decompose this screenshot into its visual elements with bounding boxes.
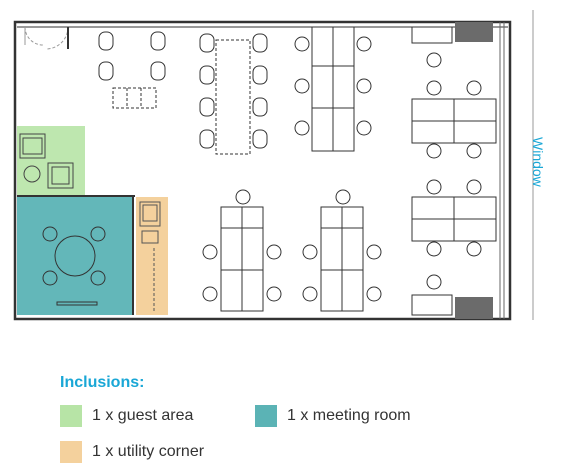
utility-corner-swatch xyxy=(60,441,82,463)
workstation-cluster-a xyxy=(98,31,166,109)
column xyxy=(455,22,493,42)
inclusions-title: Inclusions: xyxy=(60,374,145,391)
legend-label: 1 x guest area xyxy=(92,407,194,424)
guest-area-swatch xyxy=(60,405,82,427)
desk-block-f xyxy=(202,189,282,312)
guest-area-furniture xyxy=(19,133,74,189)
legend-meeting-room: 1 x meeting room xyxy=(255,405,411,427)
window-label: Window xyxy=(530,137,546,187)
utility-fixtures xyxy=(139,201,161,312)
entrance-door xyxy=(24,26,69,50)
desk-block-d xyxy=(411,26,497,159)
desk-block-g xyxy=(302,189,382,312)
outer-wall xyxy=(13,20,512,321)
legend-utility-corner: 1 x utility corner xyxy=(60,441,204,463)
guest-area xyxy=(17,126,85,195)
legend-guest-area: 1 x guest area xyxy=(60,405,193,427)
desk-block-c xyxy=(294,26,372,152)
utility-corner xyxy=(136,197,168,315)
meeting-room-swatch xyxy=(255,405,277,427)
workstation-cluster-b xyxy=(199,33,268,155)
meeting-table xyxy=(42,226,106,306)
column xyxy=(455,297,493,319)
floor-plan xyxy=(13,10,534,321)
desk-block-e xyxy=(411,179,497,316)
legend-label: 1 x meeting room xyxy=(287,407,411,424)
meeting-room xyxy=(17,197,133,315)
legend-label: 1 x utility corner xyxy=(92,443,205,460)
